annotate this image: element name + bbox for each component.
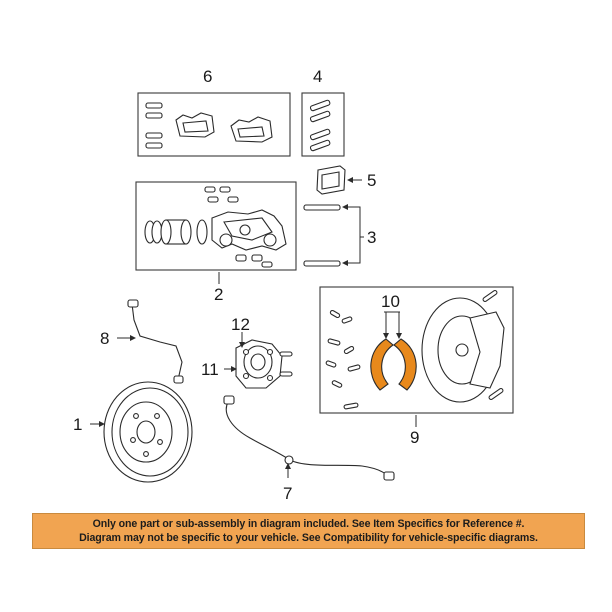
parking-brake-box-9	[319, 286, 514, 414]
caliper-bolts-3	[303, 204, 364, 267]
bleeder-screws	[204, 186, 239, 203]
disclaimer-line-1: Only one part or sub-assembly in diagram…	[92, 518, 525, 530]
caliper-pad-pair	[175, 112, 273, 143]
hub-bearing-11-12	[224, 332, 293, 389]
guide-pins	[235, 254, 273, 268]
disclaimer-banner: Only one part or sub-assembly in diagram…	[32, 513, 585, 549]
callout-12: 12	[231, 315, 250, 334]
pad-shim-5	[316, 165, 362, 195]
callout-1: 1	[73, 415, 82, 434]
callout-7: 7	[283, 484, 292, 503]
callout-3: 3	[367, 228, 376, 247]
callout-11: 11	[201, 360, 219, 379]
callout-9: 9	[410, 428, 419, 447]
caliper-box-2	[135, 181, 297, 271]
callout-2: 2	[214, 285, 223, 304]
callout-4: 4	[313, 67, 322, 86]
return-springs	[482, 290, 504, 400]
hardware-pieces	[325, 309, 361, 410]
slide-clip-set-left	[145, 102, 163, 149]
clip-box-4	[301, 92, 345, 157]
brake-rotor-1	[90, 381, 193, 483]
callout-8: 8	[100, 329, 109, 348]
parking-brake-shoes	[370, 338, 417, 391]
pad-kit-box-6	[137, 92, 291, 157]
disclaimer-line-2: Diagram may not be specific to your vehi…	[79, 532, 538, 544]
callout-6: 6	[203, 67, 212, 86]
callout-10: 10	[381, 292, 400, 311]
piston-and-seal	[144, 219, 208, 245]
backing-plate	[421, 297, 505, 403]
callout-5: 5	[367, 171, 376, 190]
wheel-speed-sensor-7	[223, 395, 395, 481]
brake-hose-8	[117, 299, 184, 384]
caliper-housing	[211, 209, 287, 251]
